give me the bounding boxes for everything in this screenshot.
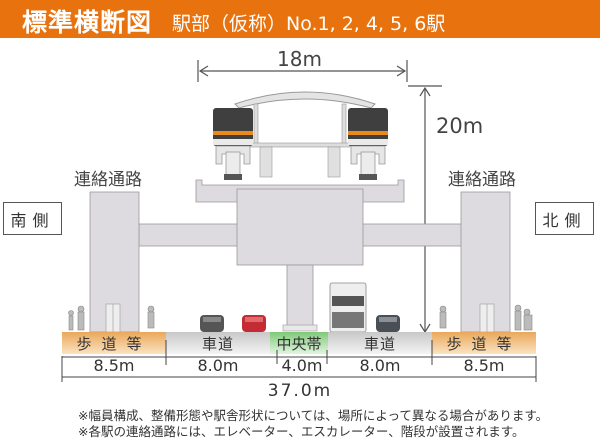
segment-sidewalk-north: 歩道等 xyxy=(446,334,522,353)
segment-sidewalk-south: 歩道等 xyxy=(76,334,152,353)
height-label: 20m xyxy=(436,114,484,138)
segment-width-roadway-south: 8.0m xyxy=(197,356,239,375)
segment-median: 中央帯 xyxy=(276,334,322,353)
vehicles xyxy=(200,282,400,333)
right-train xyxy=(348,108,388,180)
pedestrians xyxy=(68,304,533,331)
segment-width-sidewalk-north: 8.5m xyxy=(463,356,505,375)
segment-width-roadway-north: 8.0m xyxy=(359,356,401,375)
segment-width-sidewalk-south: 8.5m xyxy=(93,356,135,375)
segment-width-median: 4.0m xyxy=(281,356,323,375)
north-side-label: 北側 xyxy=(535,202,594,235)
platform-width-label: 18m xyxy=(277,47,322,71)
header-banner: 標準横断図 駅部（仮称）No.1, 2, 4, 5, 6駅 xyxy=(0,0,600,38)
diagram-subtitle: 駅部（仮称）No.1, 2, 4, 5, 6駅 xyxy=(172,13,446,35)
note-2: ※各駅の連絡通路には、エレベーター、エスカレーター、階段が設置されます。 xyxy=(78,424,525,439)
segment-roadway-south: 車道 xyxy=(201,334,234,353)
left-train xyxy=(213,108,253,180)
south-side-label: 南側 xyxy=(3,202,62,235)
segment-dimensions xyxy=(61,340,537,382)
diagram-title: 標準横断図 xyxy=(22,8,153,37)
total-width-label: 37.0m xyxy=(267,381,333,401)
segment-roadway-north: 車道 xyxy=(363,334,396,353)
connection-corridor-left-label: 連絡通路 xyxy=(74,170,142,190)
connection-corridor-right-label: 連絡通路 xyxy=(448,170,516,190)
platform-width-dimension xyxy=(197,60,408,82)
note-1: ※幅員構成、整備形態や駅舎形状については、場所によって異なる場合があります。 xyxy=(78,408,549,423)
